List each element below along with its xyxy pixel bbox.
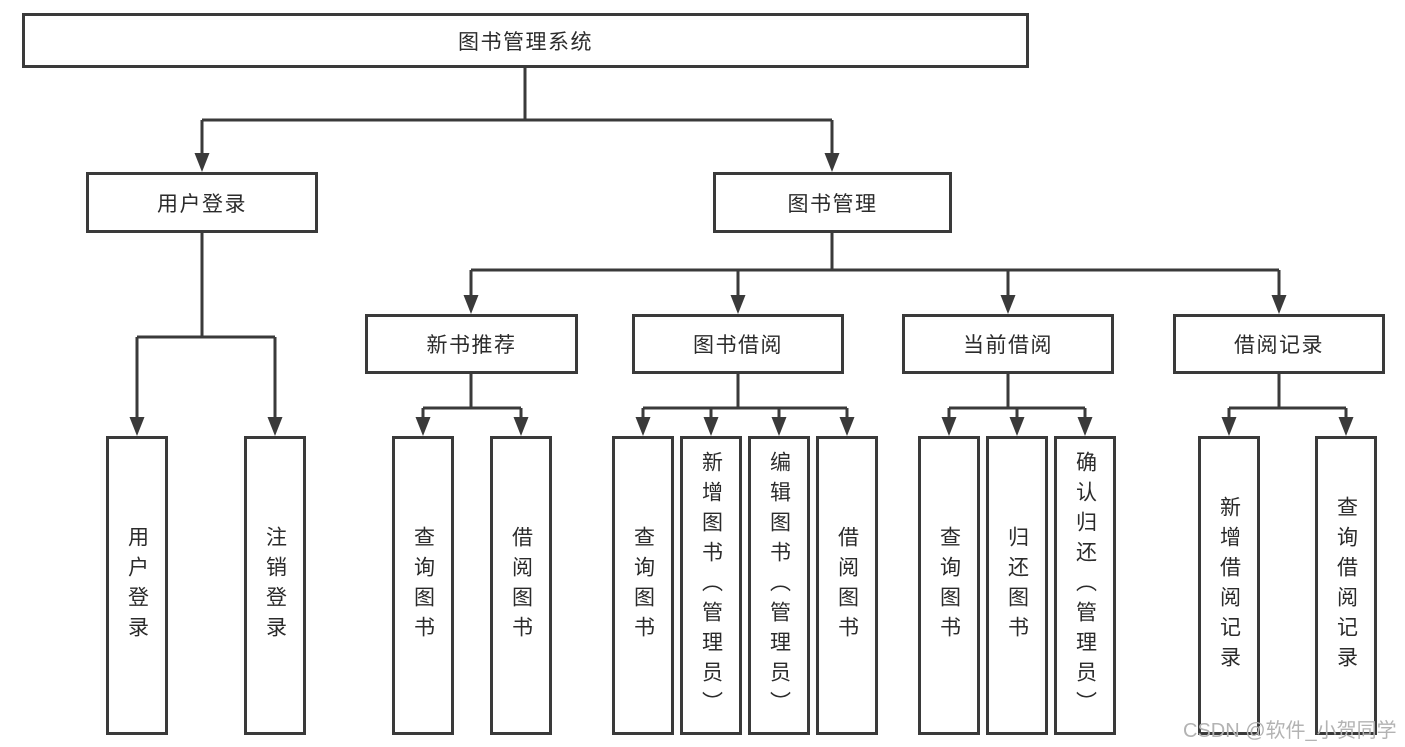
arrowhead — [771, 417, 787, 436]
arrowhead — [703, 417, 719, 436]
leaf-return-book-label: 归还图书 — [1005, 525, 1029, 646]
leaf-query-books-borrow-label: 查询图书 — [631, 525, 655, 646]
leaf-logout-label: 注销登录 — [263, 525, 287, 646]
leaf-borrow-books-recommend-label: 借阅图书 — [509, 525, 533, 646]
arrowhead — [824, 153, 840, 172]
edge-user-login-split — [135, 233, 277, 420]
leaf-edit-book-admin: 编辑图书（管理员） — [748, 436, 810, 735]
arrowhead — [941, 417, 957, 436]
csdn-watermark-text: CSDN @软件_小贺同学 — [1183, 720, 1397, 742]
leaf-confirm-return-admin-label: 确认归还（管理员） — [1073, 450, 1097, 721]
arrowhead — [194, 153, 210, 172]
arrowhead — [635, 417, 651, 436]
leaf-borrow-books-borrow: 借阅图书 — [816, 436, 878, 735]
arrowhead — [839, 417, 855, 436]
leaf-query-books-recommend-label: 查询图书 — [411, 525, 435, 646]
node-current-borrow-label: 当前借阅 — [963, 334, 1053, 357]
edge-root-split — [200, 68, 834, 156]
node-book-management: 图书管理 — [713, 172, 952, 233]
node-library-system: 图书管理系统 — [22, 13, 1029, 68]
leaf-add-book-admin-label: 新增图书（管理员） — [699, 450, 723, 721]
node-borrow-records-label: 借阅记录 — [1234, 334, 1324, 357]
leaf-add-borrow-record-label: 新增借阅记录 — [1217, 495, 1241, 676]
arrowhead — [1271, 295, 1287, 314]
arrowhead — [463, 295, 479, 314]
edge-book-management-split — [469, 233, 1281, 298]
node-new-book-recommend-label: 新书推荐 — [426, 334, 517, 357]
leaf-borrow-books-borrow-label: 借阅图书 — [835, 525, 859, 646]
leaf-user-login-label: 用户登录 — [125, 525, 149, 646]
node-current-borrow: 当前借阅 — [902, 314, 1114, 374]
leaf-logout: 注销登录 — [244, 436, 306, 735]
node-book-borrow-label: 图书借阅 — [693, 334, 783, 357]
arrowhead — [1009, 417, 1025, 436]
leaf-query-books-current: 查询图书 — [918, 436, 980, 735]
node-book-management-label: 图书管理 — [787, 192, 878, 216]
arrowhead — [415, 417, 431, 436]
edge-book-borrow-split — [641, 374, 849, 420]
leaf-query-borrow-record-label: 查询借阅记录 — [1334, 495, 1358, 676]
node-borrow-records: 借阅记录 — [1173, 314, 1385, 374]
leaf-edit-book-admin-label: 编辑图书（管理员） — [767, 450, 791, 721]
arrowhead — [730, 295, 746, 314]
arrowhead — [267, 417, 283, 436]
leaf-query-books-recommend: 查询图书 — [392, 436, 454, 735]
node-user-login-label: 用户登录 — [157, 192, 247, 216]
leaf-add-borrow-record: 新增借阅记录 — [1198, 436, 1260, 735]
leaf-query-books-current-label: 查询图书 — [937, 525, 961, 646]
arrowhead — [1000, 295, 1016, 314]
csdn-watermark: CSDN @软件_小贺同学 — [1183, 714, 1397, 743]
leaf-user-login: 用户登录 — [106, 436, 168, 735]
arrowhead — [1338, 417, 1354, 436]
arrowhead — [513, 417, 529, 436]
edge-current-borrow-split — [947, 374, 1087, 420]
leaf-add-book-admin: 新增图书（管理员） — [680, 436, 742, 735]
node-book-borrow: 图书借阅 — [632, 314, 844, 374]
leaf-borrow-books-recommend: 借阅图书 — [490, 436, 552, 735]
leaf-query-books-borrow: 查询图书 — [612, 436, 674, 735]
edge-borrow-records-split — [1227, 374, 1348, 420]
node-library-system-label: 图书管理系统 — [458, 30, 593, 54]
edge-new-book-split — [421, 374, 523, 420]
node-user-login: 用户登录 — [86, 172, 318, 233]
leaf-return-book: 归还图书 — [986, 436, 1048, 735]
leaf-query-borrow-record: 查询借阅记录 — [1315, 436, 1377, 735]
leaf-confirm-return-admin: 确认归还（管理员） — [1054, 436, 1116, 735]
node-new-book-recommend: 新书推荐 — [365, 314, 578, 374]
arrowhead — [1221, 417, 1237, 436]
arrowhead — [1077, 417, 1093, 436]
arrowhead — [129, 417, 145, 436]
